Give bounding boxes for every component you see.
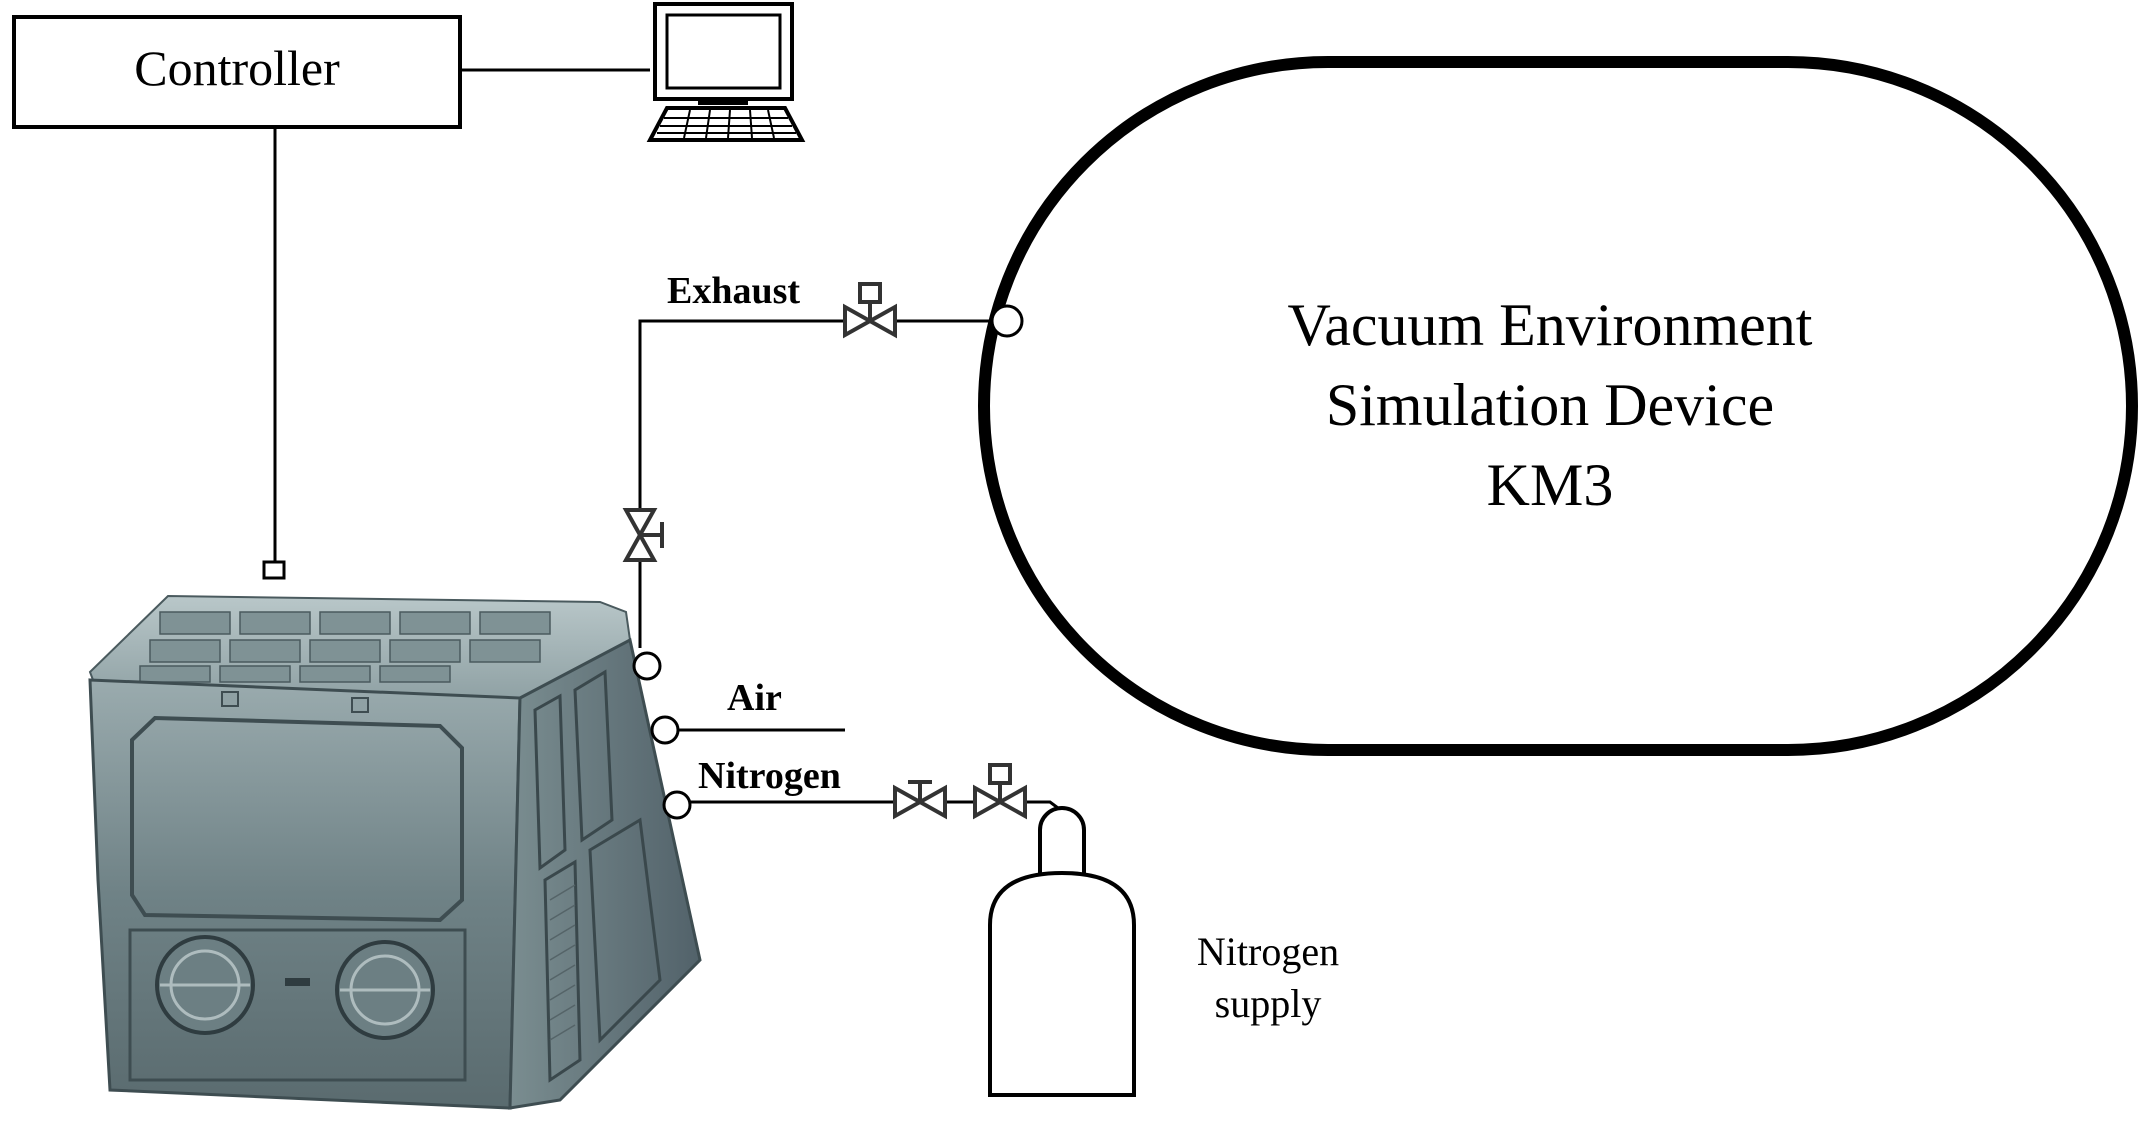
chamber-title-line1: Vacuum Environment — [1288, 292, 1813, 358]
nitrogen-label: Nitrogen — [698, 755, 841, 797]
desktop-computer-icon — [646, 2, 806, 142]
vertical-manual-valve-icon — [622, 508, 664, 562]
exhaust-label: Exhaust — [667, 270, 800, 312]
nitrogen-solenoid-valve-icon — [973, 763, 1027, 820]
chamber-title-line2: Simulation Device — [1326, 372, 1774, 438]
nitrogen-line — [690, 800, 1059, 810]
nitrogen-cylinder-icon — [988, 806, 1136, 1097]
air-label: Air — [727, 677, 782, 719]
chamber-port — [990, 304, 1024, 338]
nitrogen-supply-line1: Nitrogen — [1197, 929, 1339, 974]
vacuum-chamber: Vacuum Environment Simulation Device KM3 — [978, 56, 2138, 756]
glovebox-port — [262, 560, 286, 580]
controller-label: Controller — [134, 40, 340, 96]
nitrogen-supply-line2: supply — [1215, 981, 1322, 1026]
glove-box-icon — [88, 594, 702, 1110]
exhaust-line — [638, 304, 1024, 648]
controller-box: Controller — [12, 15, 462, 129]
exhaust-solenoid-valve-icon — [843, 282, 897, 339]
chamber-title-line3: KM3 — [1487, 452, 1614, 518]
nitrogen-manual-valve-icon — [893, 780, 947, 820]
glovebox-side-ports — [632, 651, 692, 820]
